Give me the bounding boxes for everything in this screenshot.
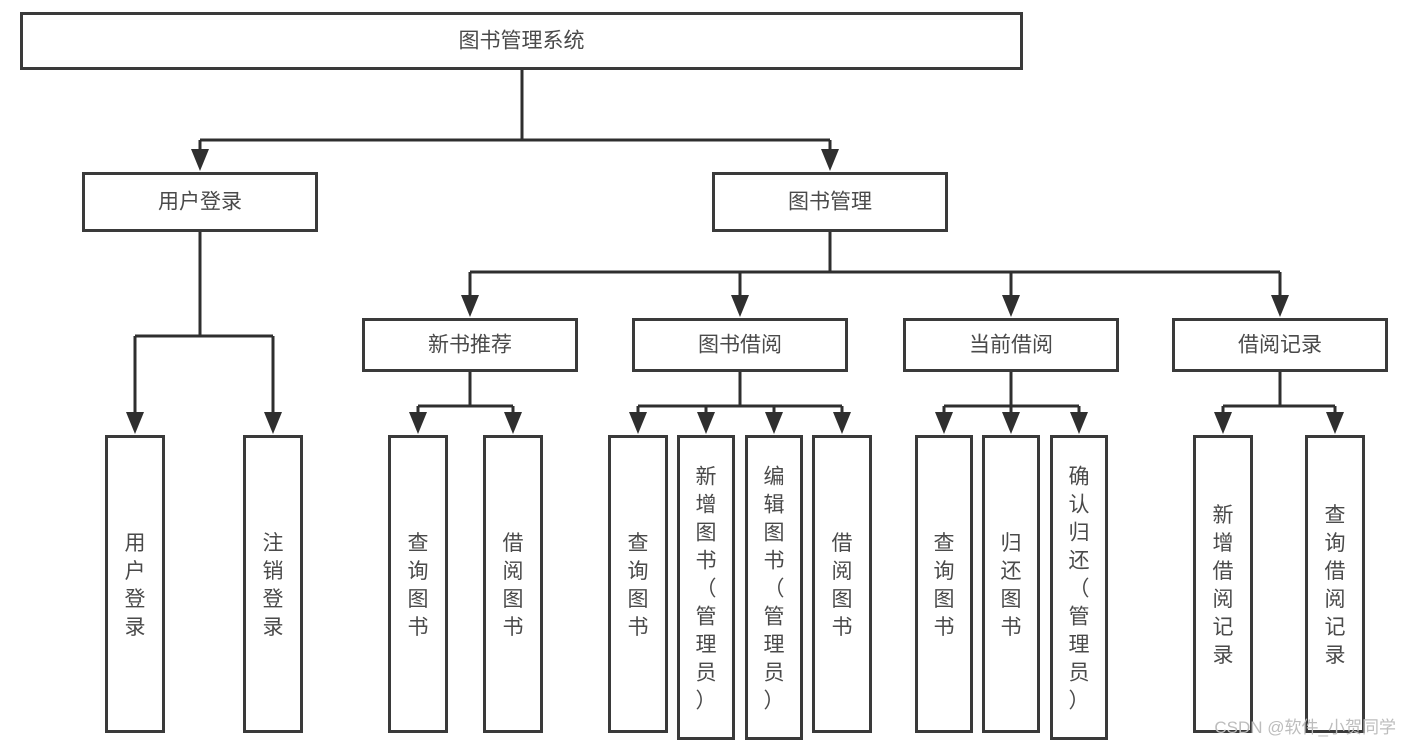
node-label: 当前借阅 (969, 334, 1053, 357)
node-new-book-recommend[interactable]: 新书推荐 (362, 318, 578, 372)
node-layer: 图书管理系统用户登录图书管理新书推荐图书借阅当前借阅借阅记录用户登录注销登录查询… (20, 12, 1388, 740)
node-user-login[interactable]: 用户登录 (82, 172, 318, 232)
node-leaf-add-borrow-record[interactable]: 新增借阅记录 (1193, 435, 1253, 733)
node-label: 查询图书 (408, 532, 429, 639)
node-label: 查询图书 (934, 532, 955, 639)
arrowhead-icon (765, 412, 783, 434)
node-box (712, 172, 948, 232)
arrowhead-icon (1070, 412, 1088, 434)
node-label: 借阅图书 (503, 532, 524, 639)
watermark: CSDN @软件_小贺同学 (1214, 718, 1396, 737)
node-box (1172, 318, 1388, 372)
node-box (388, 435, 448, 733)
connector-group (461, 232, 1289, 317)
arrowhead-icon (1214, 412, 1232, 434)
node-box (812, 435, 872, 733)
node-box (632, 318, 848, 372)
arrowhead-icon (461, 295, 479, 317)
node-box (105, 435, 165, 733)
node-box (243, 435, 303, 733)
node-label: 确认归还（管理员） (1069, 466, 1090, 713)
connector-group (191, 70, 839, 171)
node-box (915, 435, 973, 733)
node-leaf-borrow-book-1[interactable]: 借阅图书 (483, 435, 543, 733)
node-leaf-query-book-1[interactable]: 查询图书 (388, 435, 448, 733)
arrowhead-icon (731, 295, 749, 317)
arrowhead-icon (1002, 295, 1020, 317)
node-leaf-edit-book[interactable]: 编辑图书（管理员） (745, 435, 803, 740)
arrowhead-icon (1326, 412, 1344, 434)
node-label: 借阅图书 (832, 532, 853, 639)
node-leaf-query-borrow-record[interactable]: 查询借阅记录 (1305, 435, 1365, 733)
node-label: 新增图书（管理员） (696, 466, 717, 713)
node-box (362, 318, 578, 372)
connector-group (629, 372, 851, 434)
node-label: 查询借阅记录 (1325, 504, 1346, 667)
node-label: 图书管理系统 (459, 30, 585, 53)
node-box (1050, 435, 1108, 740)
node-box (677, 435, 735, 740)
node-leaf-borrow-book-2[interactable]: 借阅图书 (812, 435, 872, 733)
node-current-borrow[interactable]: 当前借阅 (903, 318, 1119, 372)
node-leaf-add-book[interactable]: 新增图书（管理员） (677, 435, 735, 740)
node-box (903, 318, 1119, 372)
node-leaf-confirm-return[interactable]: 确认归还（管理员） (1050, 435, 1108, 740)
arrowhead-icon (191, 149, 209, 171)
arrowhead-icon (1002, 412, 1020, 434)
connector-group (935, 372, 1088, 434)
node-book-manage[interactable]: 图书管理 (712, 172, 948, 232)
node-box (608, 435, 668, 733)
node-box (483, 435, 543, 733)
node-box (1193, 435, 1253, 733)
node-leaf-query-book-2[interactable]: 查询图书 (608, 435, 668, 733)
node-label: 用户登录 (125, 532, 146, 639)
node-leaf-query-book-3[interactable]: 查询图书 (915, 435, 973, 733)
node-label: 借阅记录 (1238, 334, 1322, 357)
node-label: 图书借阅 (698, 334, 782, 357)
connector-group (1214, 372, 1344, 434)
arrowhead-icon (1271, 295, 1289, 317)
node-leaf-return-book[interactable]: 归还图书 (982, 435, 1040, 733)
node-label: 查询图书 (628, 532, 649, 639)
node-label: 注销登录 (263, 532, 284, 639)
arrowhead-icon (504, 412, 522, 434)
arrowhead-icon (629, 412, 647, 434)
arrowhead-icon (821, 149, 839, 171)
arrowhead-icon (264, 412, 282, 434)
arrowhead-icon (409, 412, 427, 434)
node-box (982, 435, 1040, 733)
node-box (82, 172, 318, 232)
node-label: 新增借阅记录 (1213, 504, 1234, 667)
node-box (1305, 435, 1365, 733)
connector-layer (126, 70, 1344, 434)
node-label: 归还图书 (1001, 532, 1022, 639)
connector-group (126, 232, 282, 434)
node-label: 编辑图书（管理员） (764, 466, 785, 713)
node-borrow-record[interactable]: 借阅记录 (1172, 318, 1388, 372)
node-leaf-user-logout[interactable]: 注销登录 (243, 435, 303, 733)
arrowhead-icon (126, 412, 144, 434)
arrowhead-icon (833, 412, 851, 434)
node-book-borrow[interactable]: 图书借阅 (632, 318, 848, 372)
node-box (745, 435, 803, 740)
node-box (20, 12, 1023, 70)
arrowhead-icon (697, 412, 715, 434)
node-label: 用户登录 (158, 191, 242, 214)
connector-group (409, 372, 522, 434)
node-leaf-user-login[interactable]: 用户登录 (105, 435, 165, 733)
node-label: 图书管理 (788, 191, 872, 214)
arrowhead-icon (935, 412, 953, 434)
node-root[interactable]: 图书管理系统 (20, 12, 1023, 70)
node-label: 新书推荐 (428, 334, 512, 357)
